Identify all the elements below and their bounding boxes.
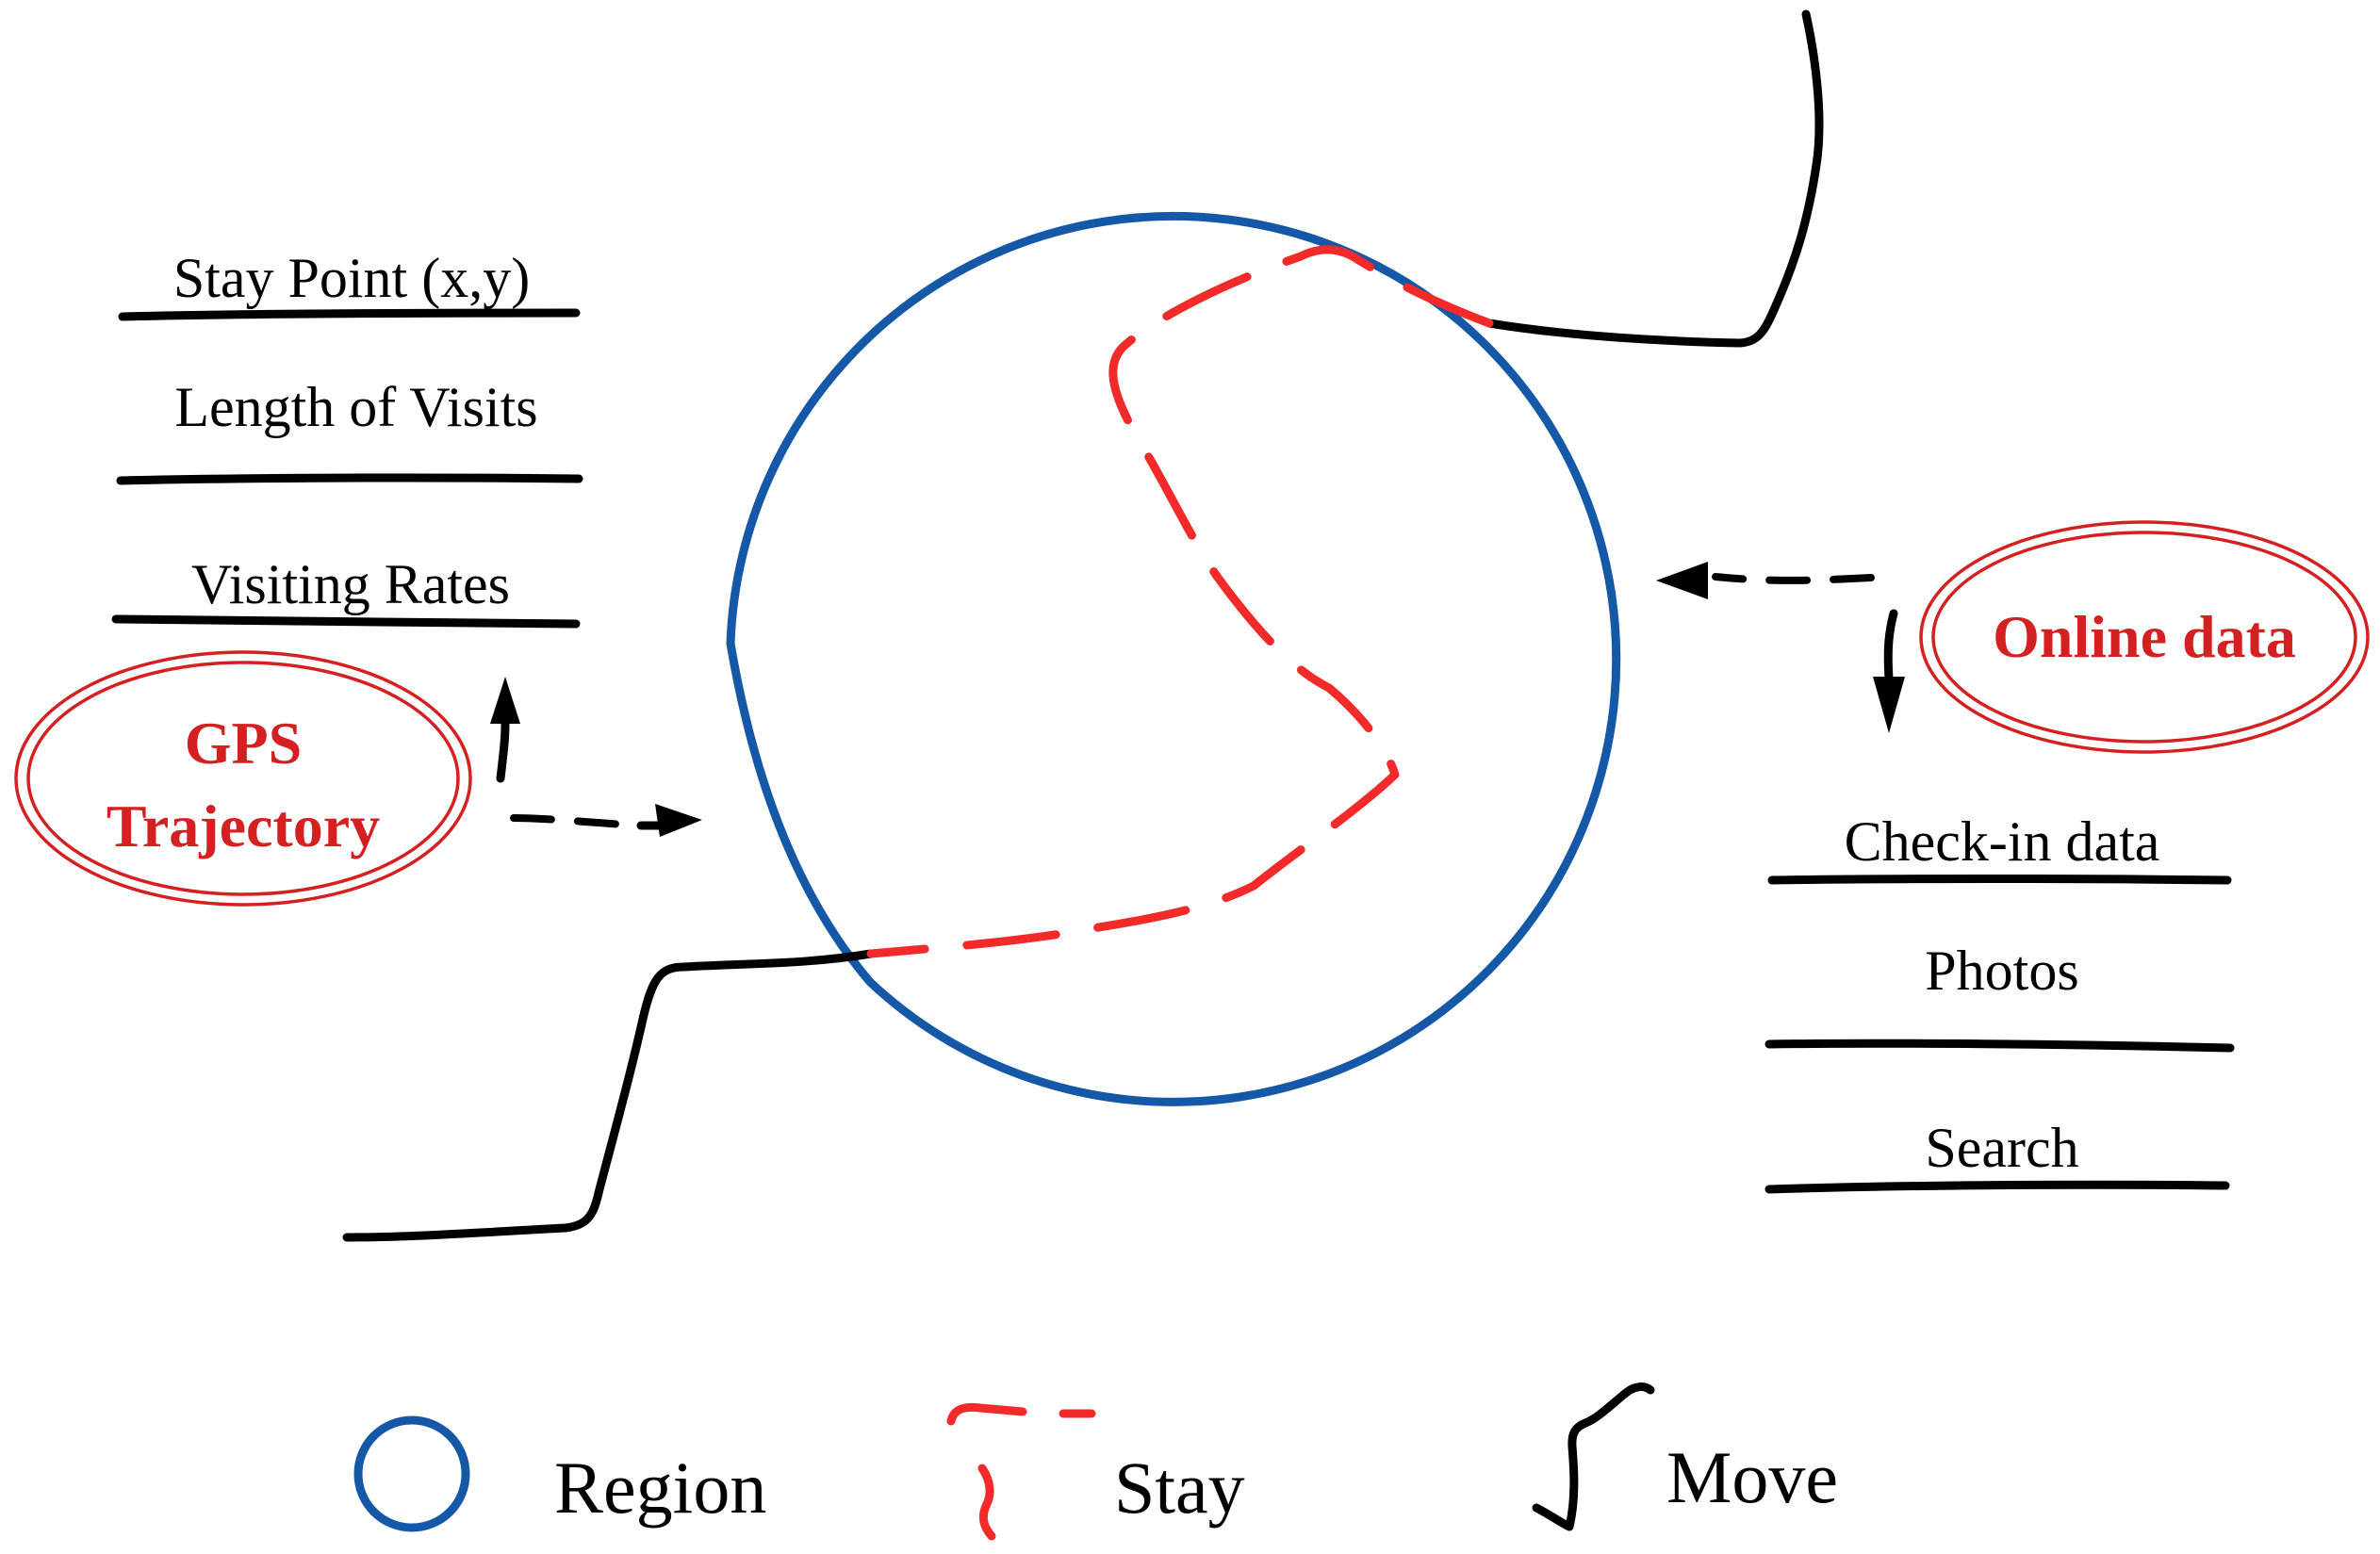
- gps-callout-line2: Trajectory: [107, 793, 380, 859]
- online-data-callout: Online data: [1919, 520, 2370, 754]
- legend-move-label: Move: [1666, 1436, 1838, 1518]
- photos-underline: [1764, 1039, 2235, 1053]
- stay-point-label: Stay Point (x,y): [173, 247, 530, 309]
- length-of-visits-underline: [116, 473, 583, 485]
- visiting-rates-label: Visiting Rates: [191, 553, 510, 615]
- region-circle: [726, 211, 1621, 1106]
- arrow-gps-to-visiting-rates: [490, 677, 520, 783]
- legend: Region Stay Move: [353, 1382, 1838, 1541]
- arrow-online-to-check-in: [1873, 609, 1905, 733]
- arrow-online-to-region: [1656, 562, 1875, 599]
- length-of-visits-label: Length of Visits: [174, 376, 537, 438]
- check-in-data-label: Check-in data: [1845, 810, 2160, 873]
- arrow-gps-to-region: [510, 804, 702, 837]
- legend-move-icon: [1532, 1382, 1655, 1531]
- check-in-data-underline: [1767, 875, 2232, 885]
- photos-label: Photos: [1925, 940, 2078, 1002]
- gps-trajectory-callout: GPS Trajectory: [14, 650, 472, 907]
- stay-point-underline: [118, 308, 581, 321]
- gps-callout-line1: GPS: [185, 710, 302, 777]
- legend-region-label: Region: [554, 1447, 766, 1529]
- move-path-bottom: [342, 949, 876, 1242]
- stay-path: [866, 245, 1494, 958]
- online-data-label: Online data: [1993, 603, 2296, 670]
- move-path-top: [1485, 9, 1824, 348]
- visiting-rates-underline: [111, 614, 581, 629]
- search-underline: [1764, 1180, 2230, 1194]
- legend-region-icon: [353, 1415, 470, 1532]
- legend-stay-icon: [946, 1402, 1096, 1541]
- search-label: Search: [1925, 1117, 2078, 1179]
- legend-stay-label: Stay: [1114, 1447, 1245, 1529]
